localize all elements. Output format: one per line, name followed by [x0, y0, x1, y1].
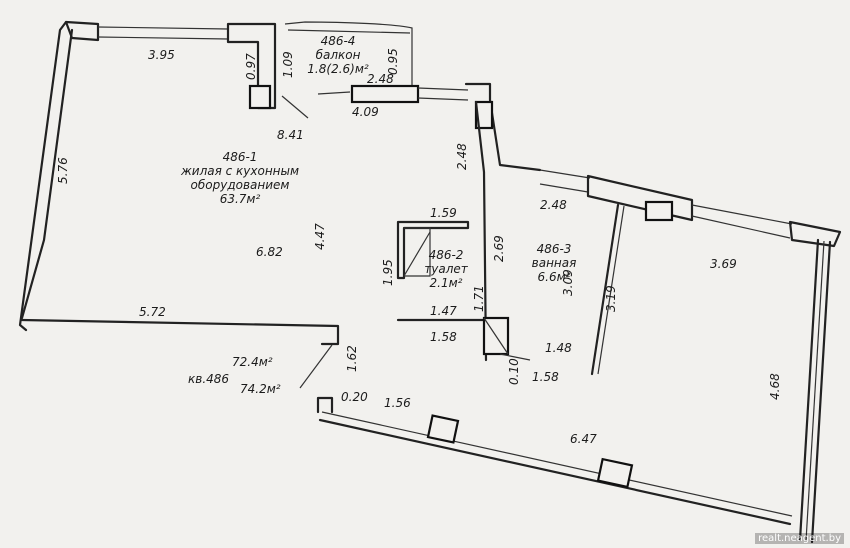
- wall-center: [464, 82, 542, 172]
- dimension-label: 6.82: [256, 245, 283, 259]
- wall-top-left: [64, 20, 100, 42]
- room-area: 1.8(2.6)м²: [307, 62, 369, 76]
- wall-left: [18, 20, 68, 332]
- dimension-label: 4.47: [313, 223, 327, 250]
- dimension-label: 2.69: [492, 235, 506, 262]
- dimension-label: 5.76: [56, 157, 70, 184]
- dimension-label: 0.97: [244, 53, 258, 80]
- dimension-label: 1.47: [430, 304, 457, 318]
- balcony-label: 486-4 балкон 1.8(2.6)м²: [298, 34, 378, 76]
- bathroom-label: 486-3 ванная 6.6м²: [524, 242, 584, 284]
- dimension-label: 2.48: [367, 72, 394, 86]
- living-room-label: 486-1 жилая с кухонным оборудованием 63.…: [165, 150, 315, 206]
- column-2: [474, 100, 494, 130]
- dimension-label: 1.09: [281, 51, 295, 78]
- dimension-label: 1.48: [545, 341, 572, 355]
- dimension-label: 5.72: [139, 305, 166, 319]
- dimension-label: 3.09: [561, 269, 575, 296]
- wall-left-inner: [20, 28, 74, 320]
- room-number: 486-2: [428, 248, 464, 262]
- dimension-label: 2.48: [455, 143, 469, 170]
- dimension-label: 4.09: [352, 105, 379, 119]
- dimension-label: 1.56: [384, 396, 411, 410]
- dimension-label: 1.58: [430, 330, 457, 344]
- dimension-label: 4.68: [768, 373, 782, 400]
- room-number: 486-4: [320, 34, 356, 48]
- toilet-label: 486-2 туалет 2.1м²: [418, 248, 474, 290]
- room-area: 6.6м²: [537, 270, 571, 284]
- dimension-label: 1.71: [472, 285, 486, 312]
- apartment-total-label: 74.2м²: [240, 382, 281, 396]
- dimension-label: 1.58: [532, 370, 559, 384]
- apartment-area-label: 72.4м²: [232, 355, 273, 369]
- room-name: туалет: [424, 262, 468, 276]
- dimension-label: 6.47: [570, 432, 597, 446]
- room-area: 2.1м²: [429, 276, 463, 290]
- wall-right: [798, 238, 820, 542]
- wall-bottom: [318, 418, 792, 526]
- column-3: [644, 200, 674, 222]
- column-1: [248, 84, 272, 110]
- apartment-number-label: кв.486: [188, 372, 230, 386]
- room-name: балкон: [315, 48, 361, 62]
- column-4: [426, 414, 460, 444]
- dimension-label: 3.95: [148, 48, 175, 62]
- dimension-label: 1.62: [345, 345, 359, 372]
- dimension-label: 1.95: [381, 259, 395, 286]
- dimension-label: 8.41: [277, 128, 304, 142]
- wall-lower-left: [20, 318, 340, 346]
- room-name: ванная: [531, 256, 577, 270]
- dimension-label: 1.59: [430, 206, 457, 220]
- watermark: realt.neagent.by: [755, 533, 844, 544]
- dimension-label: 3.69: [710, 257, 737, 271]
- wall-corner-right: [788, 220, 842, 248]
- dimension-label: 0.20: [341, 390, 368, 404]
- dimension-label: 2.48: [540, 198, 567, 212]
- column-5: [596, 457, 634, 489]
- dimension-label: 0.10: [507, 358, 521, 385]
- room-name: жилая с кухонным: [180, 164, 300, 178]
- room-number: 486-3: [536, 242, 572, 256]
- room-area: 63.7м²: [219, 192, 261, 206]
- dimension-label: 0.95: [386, 48, 400, 75]
- dimension-label: 3.19: [604, 285, 618, 312]
- balcony-outline: [284, 21, 413, 88]
- wall-block-top: [350, 84, 420, 104]
- wall-right-top: [586, 174, 694, 222]
- room-name: оборудованием: [190, 178, 290, 192]
- room-number: 486-1: [222, 150, 258, 164]
